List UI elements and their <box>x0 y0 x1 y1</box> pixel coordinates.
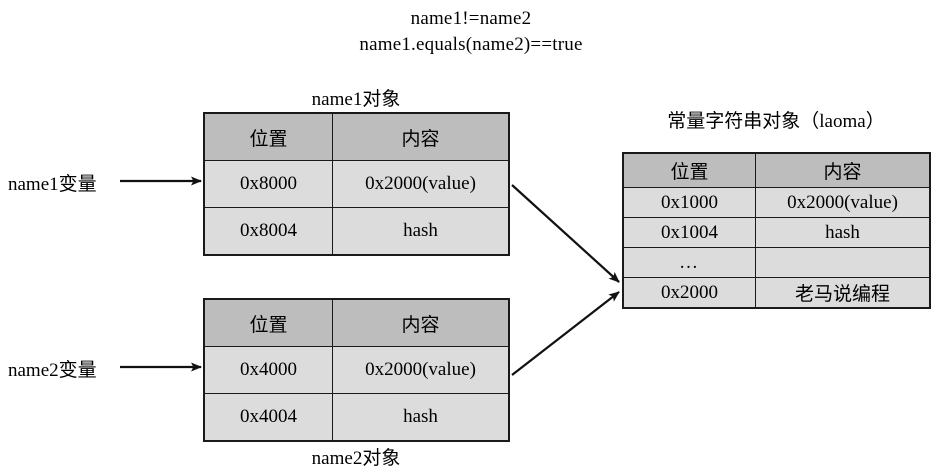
arrow-name1-value-to-constant <box>511 184 620 283</box>
table-header-row: 位置 内容 <box>203 298 510 347</box>
cell-position: 0x8000 <box>203 160 333 208</box>
column-header-position: 位置 <box>622 152 756 188</box>
column-header-content: 内容 <box>755 152 931 188</box>
cell-position: 0x1004 <box>622 217 756 248</box>
cell-content: 0x2000(value) <box>755 187 931 218</box>
cell-content: 0x2000(value) <box>332 160 510 208</box>
cell-position: 0x4000 <box>203 346 333 394</box>
constant-string-object-caption: 常量字符串对象（laoma） <box>667 111 885 132</box>
constant-string-object-table: 位置 内容 0x1000 0x2000(value) 0x1004 hash …… <box>622 152 931 309</box>
name1-object-table: 位置 内容 0x8000 0x2000(value) 0x8004 hash <box>203 112 510 256</box>
table-row: 0x4004 hash <box>203 393 510 442</box>
cell-content: hash <box>755 217 931 248</box>
cell-position: 0x1000 <box>622 187 756 218</box>
name2-object-table: 位置 内容 0x4000 0x2000(value) 0x4004 hash <box>203 298 510 442</box>
cell-content: 老马说编程 <box>755 277 931 309</box>
column-header-position: 位置 <box>203 298 333 347</box>
arrow-name2-value-to-constant <box>511 291 620 376</box>
column-header-position: 位置 <box>203 112 333 161</box>
table-header-row: 位置 内容 <box>203 112 510 161</box>
column-header-content: 内容 <box>332 298 510 347</box>
cell-position-ellipsis: … <box>622 247 756 278</box>
name1-object-caption: name1对象 <box>311 89 401 110</box>
table-row: 0x2000 老马说编程 <box>622 277 931 309</box>
cell-position: 0x2000 <box>622 277 756 309</box>
table-header-row: 位置 内容 <box>622 152 931 188</box>
table-row: … <box>622 247 931 278</box>
name2-variable-label: name2变量 <box>8 360 97 381</box>
cell-position: 0x8004 <box>203 207 333 256</box>
table-row: 0x8004 hash <box>203 207 510 256</box>
title-line-1: name1!=name2 <box>410 8 532 29</box>
table-row: 0x1000 0x2000(value) <box>622 187 931 218</box>
cell-content: hash <box>332 207 510 256</box>
table-row: 0x8000 0x2000(value) <box>203 160 510 208</box>
name2-object-caption: name2对象 <box>311 448 401 469</box>
name1-variable-label: name1变量 <box>8 174 97 195</box>
cell-content: 0x2000(value) <box>332 346 510 394</box>
cell-position: 0x4004 <box>203 393 333 442</box>
table-row: 0x4000 0x2000(value) <box>203 346 510 394</box>
diagram-title: name1!=name2 name1.equals(name2)==true <box>0 6 942 58</box>
table-row: 0x1004 hash <box>622 217 931 248</box>
title-line-2: name1.equals(name2)==true <box>359 34 583 56</box>
cell-content: hash <box>332 393 510 442</box>
cell-content-empty <box>755 247 931 278</box>
column-header-content: 内容 <box>332 112 510 161</box>
